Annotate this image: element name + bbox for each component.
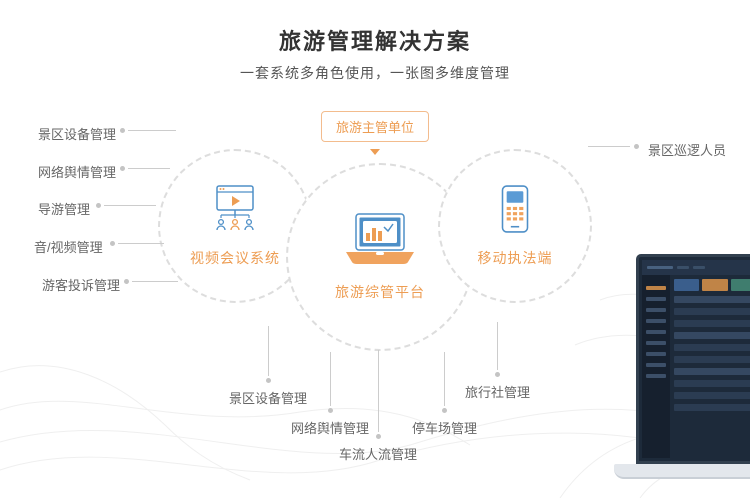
laptop-screen-mockup [636,254,750,464]
side-label-left-4: 音/视频管理 [34,240,103,255]
connector-line [378,350,379,432]
circle-mobile-enforcement: 移动执法端 [438,149,592,303]
mobile-enforcement-label: 移动执法端 [477,250,553,266]
bottom-label-2: 网络舆情管理 [291,421,370,436]
platform-label: 旅游综管平台 [335,284,425,300]
dashboard-content [670,275,750,458]
connector-line [128,130,176,131]
connector-dot [495,372,500,377]
connector-dot [124,279,129,284]
connector-dot [266,378,271,383]
side-label-left-5: 游客投诉管理 [42,278,121,293]
connector-line [118,243,164,244]
handheld-terminal-icon [497,184,533,239]
bottom-label-3: 车流人流管理 [339,447,418,462]
connector-dot [442,408,447,413]
side-label-left-2: 网络舆情管理 [38,165,117,180]
connector-dot [634,144,639,149]
dashboard-topbar [642,260,750,275]
connector-line [497,322,498,370]
connector-line [104,205,156,206]
authority-badge: 旅游主管单位 [320,111,430,142]
bottom-label-1: 景区设备管理 [229,391,308,406]
laptop-base [614,464,750,479]
laptop-chart-icon [340,212,420,273]
connector-dot [120,128,125,133]
connector-dot [120,166,125,171]
authority-badge-label: 旅游主管单位 [335,120,415,135]
video-conference-label: 视频会议系统 [190,250,280,266]
dashboard-sidebar [642,275,670,458]
video-conference-icon [209,184,261,239]
circle-video-conference: 视频会议系统 [158,149,312,303]
connector-dot [96,203,101,208]
connector-line [330,352,331,406]
connector-line [132,281,178,282]
side-label-right-1: 景区巡逻人员 [648,143,727,158]
connector-line [444,352,445,406]
down-arrow-icon [370,149,380,155]
connector-line [588,146,630,147]
page-subtitle: 一套系统多角色使用，一张图多维度管理 [240,65,510,81]
side-label-left-3: 导游管理 [38,202,91,217]
bottom-label-5: 旅行社管理 [465,385,531,400]
page-title: 旅游管理解决方案 [278,29,471,54]
connector-dot [110,241,115,246]
connector-dot [376,434,381,439]
dashboard-preview [642,260,750,458]
connector-line [268,326,269,376]
bottom-label-4: 停车场管理 [412,421,478,436]
connector-line [128,168,170,169]
connector-dot [328,408,333,413]
side-label-left-1: 景区设备管理 [38,127,117,142]
